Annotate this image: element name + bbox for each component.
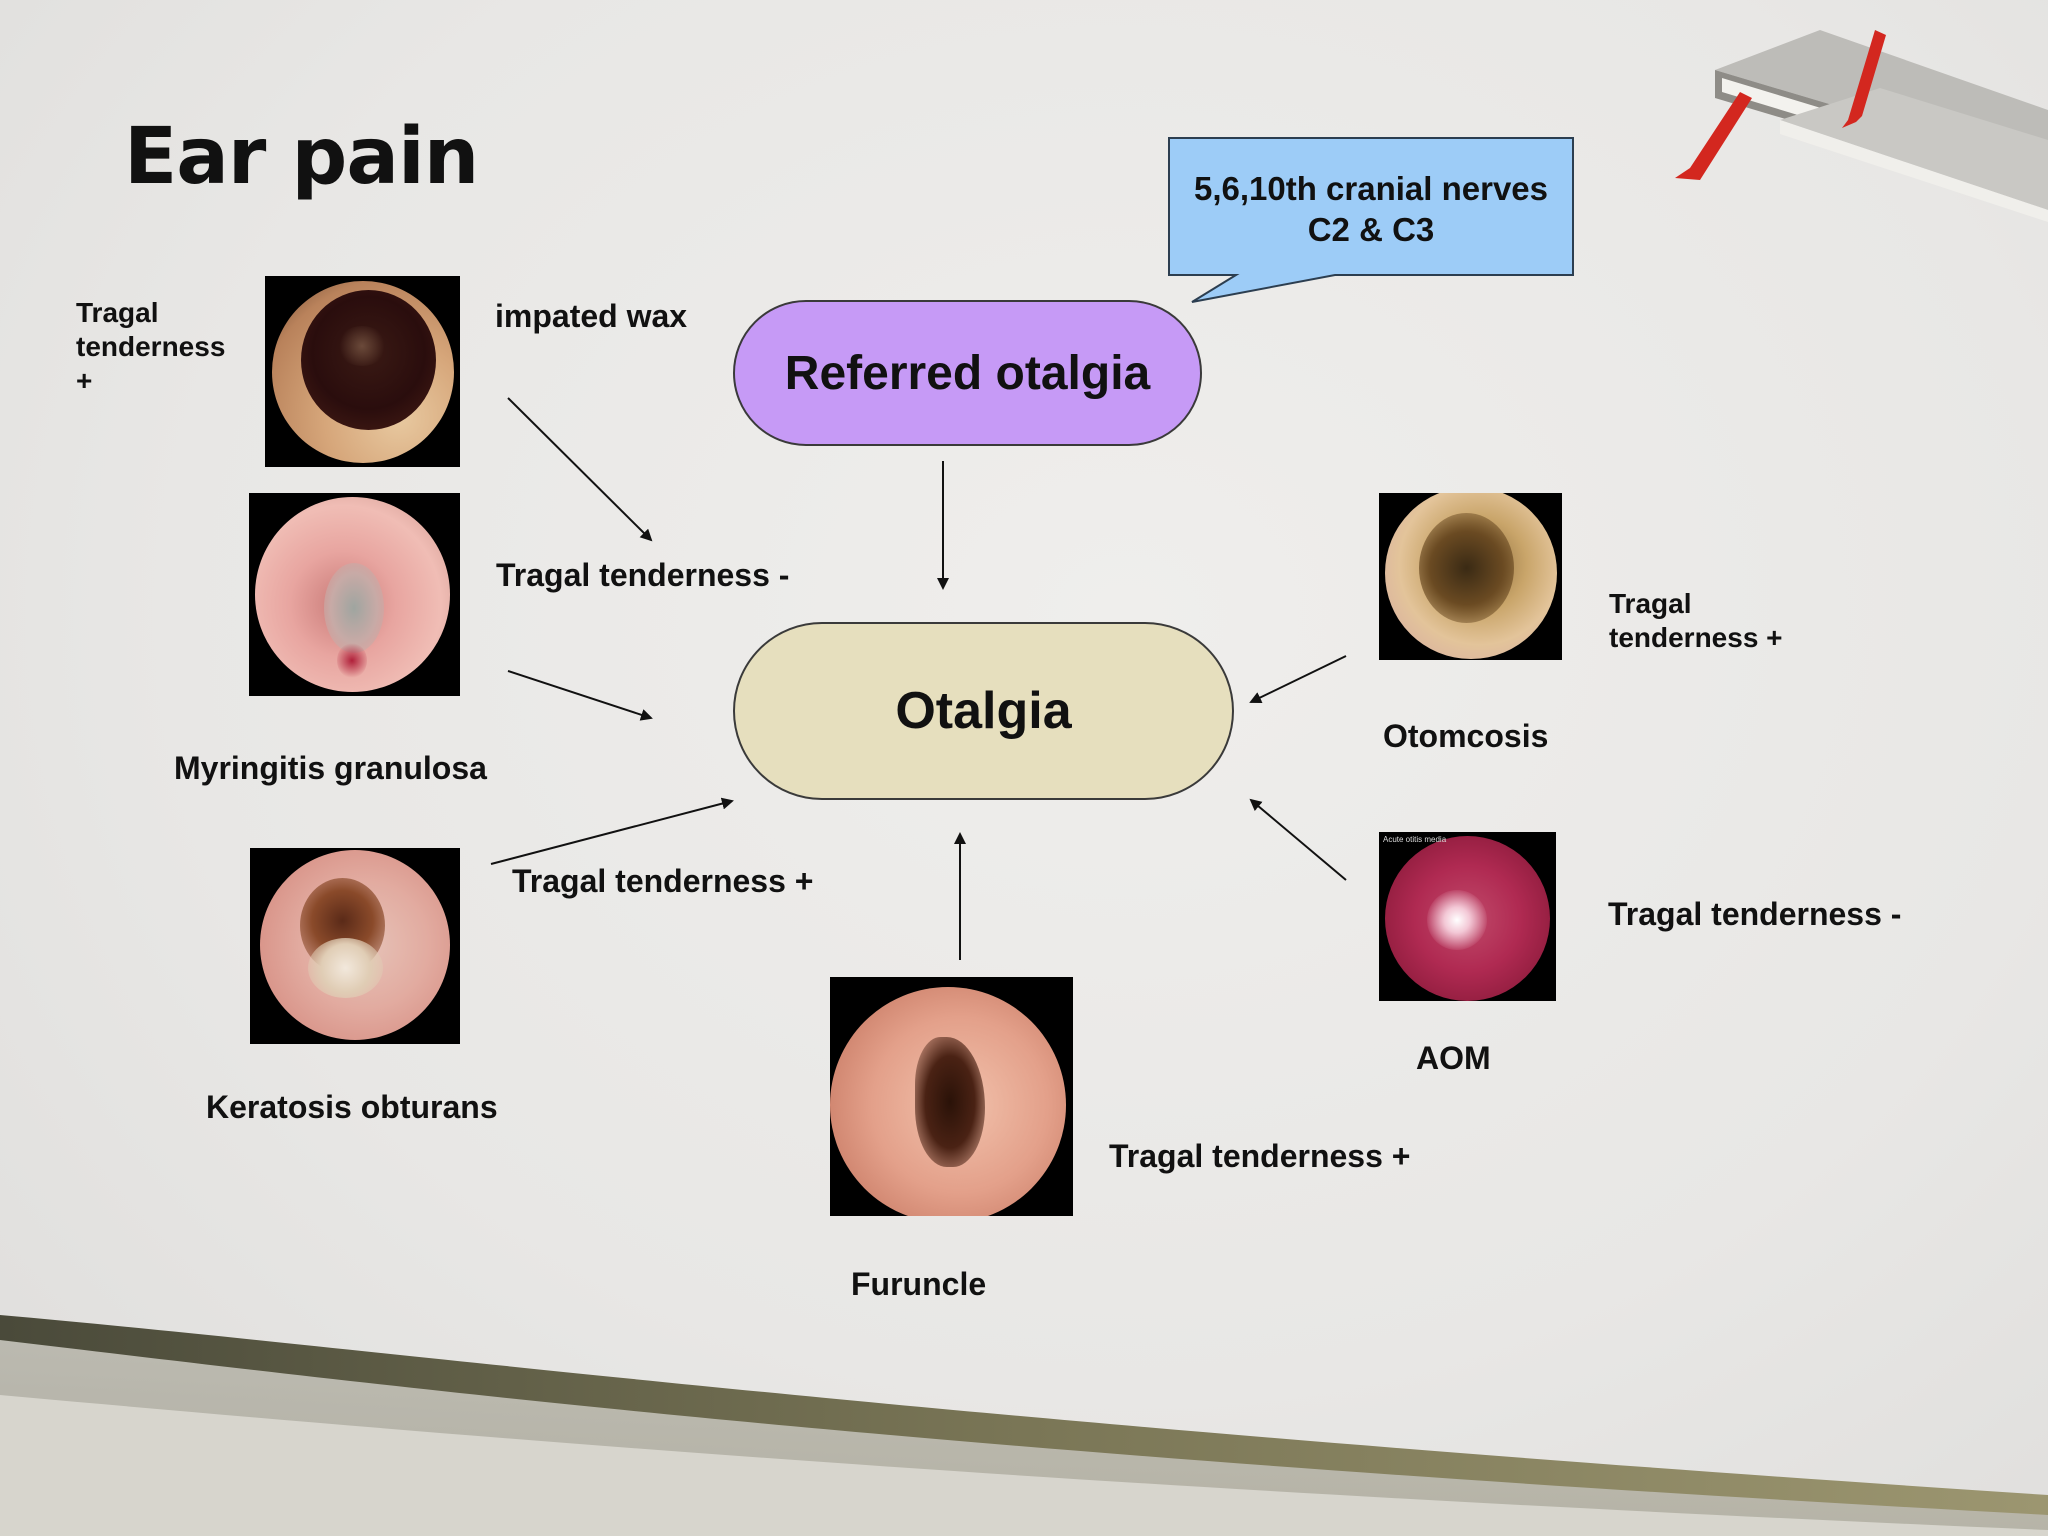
arrow-wax: [507, 397, 653, 542]
impacted-wax-label: impated wax: [495, 298, 688, 334]
callout-line-1: 5,6,10th cranial nerves: [1193, 170, 1549, 207]
impacted-wax-photo: [265, 276, 460, 467]
tragal-plus-otomycosis-label: Tragal tenderness +: [1609, 587, 1783, 655]
otomycosis-label: Otomcosis: [1383, 718, 1549, 754]
tragal-plus-otomycosis-line-1: Tragal: [1609, 588, 1692, 619]
otalgia-label: Otalgia: [895, 682, 1072, 740]
tragal-plus-wax-line-3: +: [76, 365, 93, 396]
callout-line-2: C2 & C3: [1307, 211, 1435, 248]
tragal-plus-wax-line-2: tenderness: [76, 331, 226, 362]
tragal-plus-wax-line-1: Tragal: [76, 297, 159, 328]
arrow-myringitis: [507, 670, 653, 721]
arrow-otomycosis: [1249, 655, 1347, 704]
callout-text: 5,6,10th cranial nerves C2 & C3: [1170, 168, 1572, 250]
keratosis-photo: [250, 848, 460, 1044]
tragal-plus-wax-label: Tragal tenderness +: [76, 296, 225, 398]
books-icon: [1675, 30, 2048, 222]
arrow-keratosis: [490, 797, 734, 865]
aom-label: AOM: [1416, 1040, 1491, 1076]
arrow-aom: [1249, 798, 1347, 881]
furuncle-photo: [830, 977, 1073, 1216]
tragal-plus-otomycosis-line-2: tenderness +: [1609, 622, 1783, 653]
otomycosis-photo: [1379, 493, 1562, 660]
aom-photo-caption: Acute otitis media: [1383, 835, 1447, 844]
keratosis-label: Keratosis obturans: [206, 1089, 498, 1125]
myringitis-label: Myringitis granulosa: [174, 750, 487, 786]
tragal-plus-furuncle-label: Tragal tenderness +: [1109, 1138, 1411, 1174]
furuncle-label: Furuncle: [851, 1266, 987, 1302]
myringitis-photo: [249, 493, 460, 696]
aom-photo: Acute otitis media: [1379, 832, 1556, 1001]
otalgia-node: Otalgia: [733, 622, 1234, 800]
tragal-plus-keratosis-label: Tragal tenderness +: [512, 863, 814, 899]
tragal-minus-aom-label: Tragal tenderness -: [1608, 896, 1902, 932]
referred-otalgia-label: Referred otalgia: [784, 346, 1151, 400]
referred-otalgia-node: Referred otalgia: [733, 300, 1202, 446]
tragal-minus-myringitis-label: Tragal tenderness -: [496, 557, 790, 593]
slide-title: Ear pain: [124, 112, 479, 202]
